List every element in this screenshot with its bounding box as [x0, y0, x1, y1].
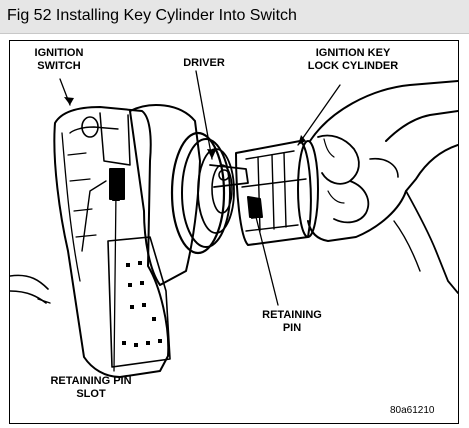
- label-retaining-pin: RETAINING PIN: [262, 309, 322, 334]
- label-ignition-key-lock-cylinder: IGNITION KEY LOCK CYLINDER: [307, 47, 399, 72]
- label-ignition-switch: IGNITION SWITCH: [34, 47, 84, 72]
- hand: [307, 80, 458, 242]
- caption-bar: Fig 52 Installing Key Cylinder Into Swit…: [0, 0, 469, 34]
- label-retaining-pin-slot: RETAINING PIN SLOT: [50, 375, 132, 400]
- figure-code: 80a61210: [390, 405, 435, 416]
- figure-frame: IGNITION SWITCH DRIVER IGNITION KEY LOCK…: [9, 40, 459, 424]
- driver: [209, 164, 249, 188]
- key-cylinder-illustration: [10, 70, 458, 378]
- label-driver: DRIVER: [183, 57, 225, 69]
- figure-caption: Fig 52 Installing Key Cylinder Into Swit…: [7, 7, 297, 24]
- ignition-switch-housing: [53, 106, 170, 378]
- retaining-pin: [247, 196, 263, 218]
